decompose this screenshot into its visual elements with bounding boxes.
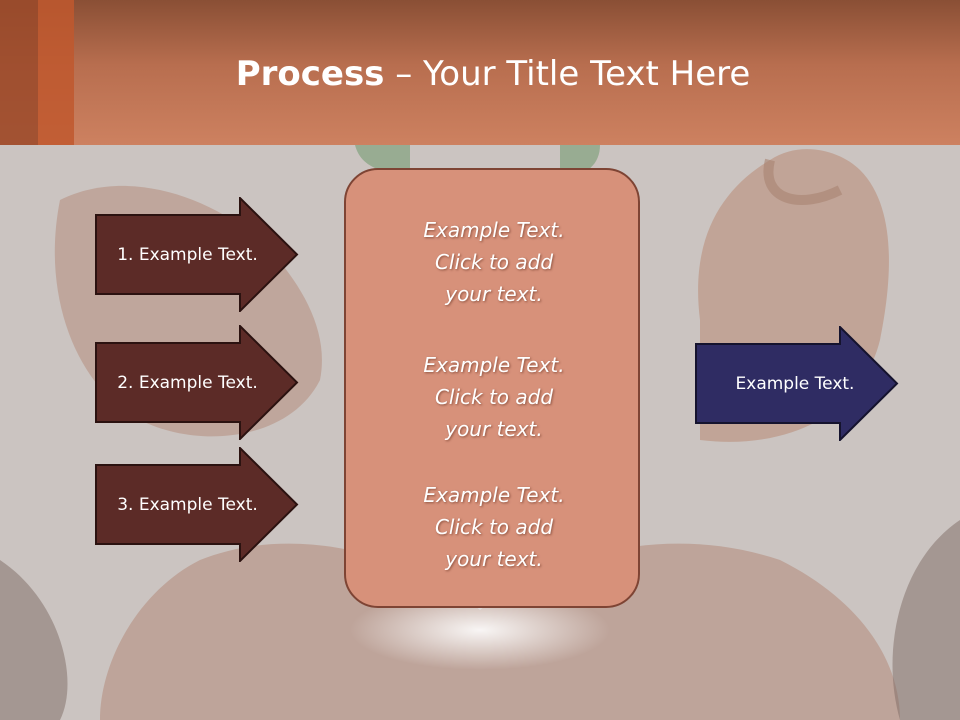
text-line: Example Text.	[423, 353, 565, 377]
title-bar: Process – Your Title Text Here	[0, 0, 960, 145]
center-text-block-1: Example Text. Click to add your text.	[346, 214, 642, 310]
arrow-label: 2. Example Text.	[117, 372, 258, 393]
text-line: Click to add	[434, 250, 554, 274]
header-accent-stripe	[0, 0, 38, 145]
center-text-block-2: Example Text. Click to add your text.	[346, 349, 642, 445]
arrow-label: Example Text.	[735, 373, 855, 394]
output-arrow[interactable]: Example Text.	[695, 326, 900, 441]
text-line: your text.	[445, 547, 543, 571]
arrow-shape	[95, 325, 299, 440]
arrow-shape	[695, 326, 899, 441]
center-text-box[interactable]: Example Text. Click to add your text. Ex…	[344, 168, 640, 608]
arrow-label: 3. Example Text.	[117, 494, 258, 515]
slide-title-rest: – Your Title Text Here	[384, 54, 751, 94]
header-accent-stripe	[38, 0, 74, 145]
slide-title[interactable]: Process – Your Title Text Here	[0, 52, 960, 96]
text-line: your text.	[445, 282, 543, 306]
text-line: Example Text.	[423, 218, 565, 242]
process-arrow-2[interactable]: 2. Example Text.	[95, 325, 300, 440]
center-text-block-3: Example Text. Click to add your text.	[346, 479, 642, 575]
arrow-label: 1. Example Text.	[117, 244, 258, 265]
process-arrow-1[interactable]: 1. Example Text.	[95, 197, 300, 312]
text-line: Example Text.	[423, 483, 565, 507]
process-arrow-3[interactable]: 3. Example Text.	[95, 447, 300, 562]
arrow-shape	[95, 197, 299, 312]
text-line: Click to add	[434, 385, 554, 409]
slide-title-bold: Process	[235, 54, 385, 94]
text-line: Click to add	[434, 515, 554, 539]
arrow-shape	[95, 447, 299, 562]
text-line: your text.	[445, 417, 543, 441]
